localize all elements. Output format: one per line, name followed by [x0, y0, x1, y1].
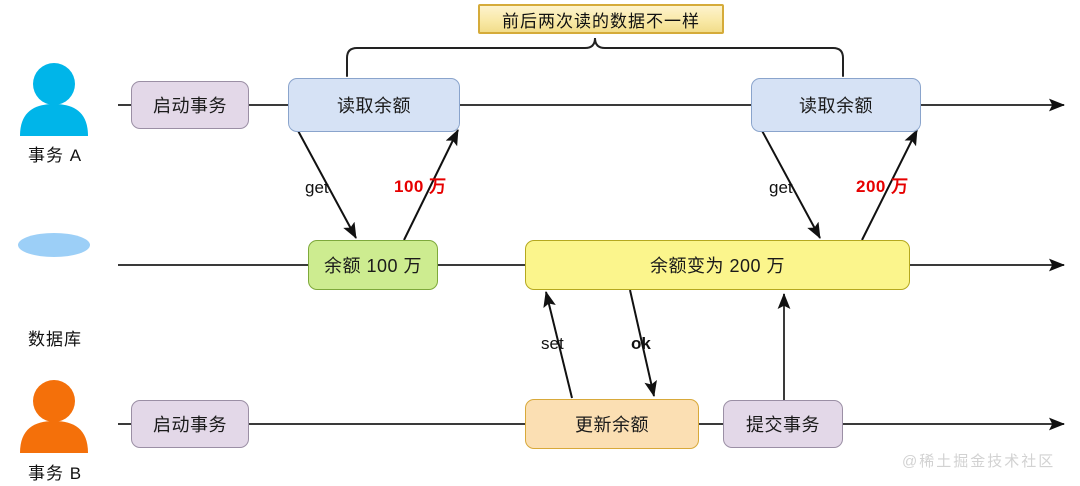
edge-label-set: set	[541, 334, 564, 353]
node-b-start-transaction[interactable]: 启动事务	[131, 400, 249, 448]
lane-label-transaction-b: 事务 B	[27, 464, 83, 483]
node-a-read-balance-1[interactable]: 读取余额	[288, 78, 460, 132]
edge-label-value-1: 100 万	[394, 177, 447, 196]
person-icon-transaction-a	[20, 63, 88, 136]
person-icon-transaction-b	[20, 380, 88, 453]
edge-label-get-1: get	[305, 178, 329, 197]
edge-label-get-2: get	[769, 178, 793, 197]
database-icon	[12, 231, 96, 291]
watermark: @稀土掘金技术社区	[902, 453, 1056, 470]
node-db-balance-100[interactable]: 余额 100 万	[308, 240, 438, 290]
node-a-read-balance-2[interactable]: 读取余额	[751, 78, 921, 132]
node-b-update-balance[interactable]: 更新余额	[525, 399, 699, 449]
node-b-commit-transaction[interactable]: 提交事务	[723, 400, 843, 448]
node-a-start-transaction[interactable]: 启动事务	[131, 81, 249, 129]
comparison-banner: 前后两次读的数据不一样	[478, 4, 724, 34]
lane-label-transaction-a: 事务 A	[27, 146, 83, 165]
node-db-balance-200[interactable]: 余额变为 200 万	[525, 240, 910, 290]
lane-label-database: 数据库	[28, 330, 82, 349]
edge-label-value-2: 200 万	[856, 177, 909, 196]
edge-label-ok: ok	[631, 334, 651, 353]
comparison-brace	[346, 37, 844, 77]
